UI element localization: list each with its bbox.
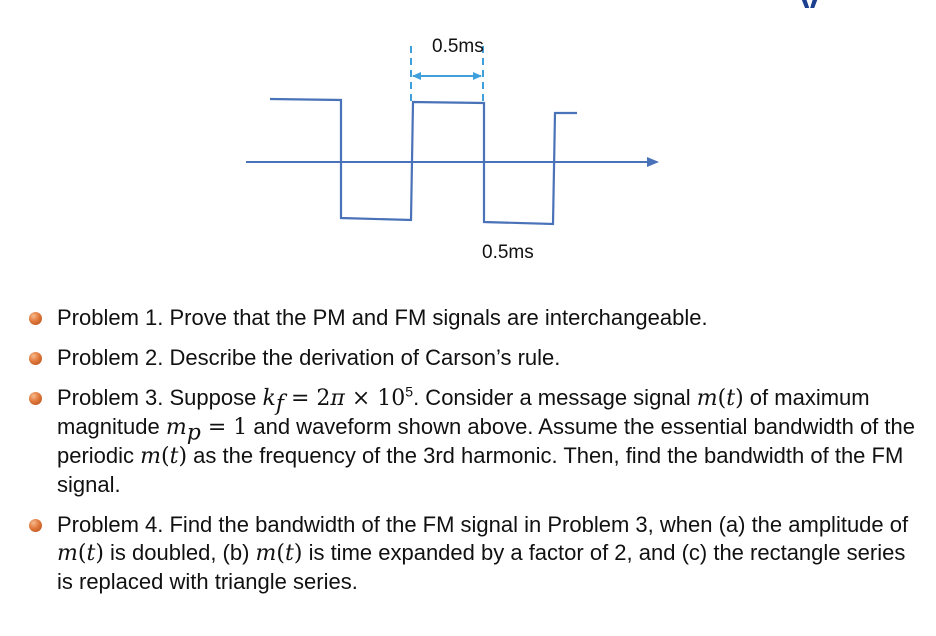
problem-1-item: Problem 1. Prove that the PM and FM sign… bbox=[0, 304, 936, 332]
bottom-duration-label: 0.5ms bbox=[482, 242, 534, 263]
kf-symbol: k bbox=[262, 386, 276, 411]
problem-list: Problem 1. Prove that the PM and FM sign… bbox=[0, 300, 936, 596]
problem-1-text: Problem 1. Prove that the PM and FM sign… bbox=[57, 305, 708, 330]
slide-title-fragment: y bbox=[800, 0, 840, 8]
problem-4-text: Problem 4. Find the bandwidth of the FM … bbox=[57, 512, 909, 594]
top-duration-label: 0.5ms bbox=[432, 36, 484, 57]
square-wave-diagram: 0.5ms 0.5ms bbox=[246, 36, 659, 263]
problem-2-item: Problem 2. Describe the derivation of Ca… bbox=[0, 344, 936, 372]
bullet-icon bbox=[29, 519, 42, 532]
bullet-icon bbox=[29, 312, 42, 325]
bullet-icon bbox=[29, 352, 42, 365]
bullet-icon bbox=[29, 392, 42, 405]
problem-3-item: Problem 3. Suppose kf = 2π × 105. Consid… bbox=[0, 384, 936, 499]
mp-symbol: m bbox=[165, 415, 187, 440]
problem-2-text: Problem 2. Describe the derivation of Ca… bbox=[57, 345, 561, 370]
problem-3-text: Problem 3. Suppose kf = 2π × 105. Consid… bbox=[57, 383, 915, 497]
problem-4-item: Problem 4. Find the bandwidth of the FM … bbox=[0, 511, 936, 596]
slide-title-fragment-text: y bbox=[800, 0, 840, 8]
square-wave-signal bbox=[269, 97, 577, 226]
